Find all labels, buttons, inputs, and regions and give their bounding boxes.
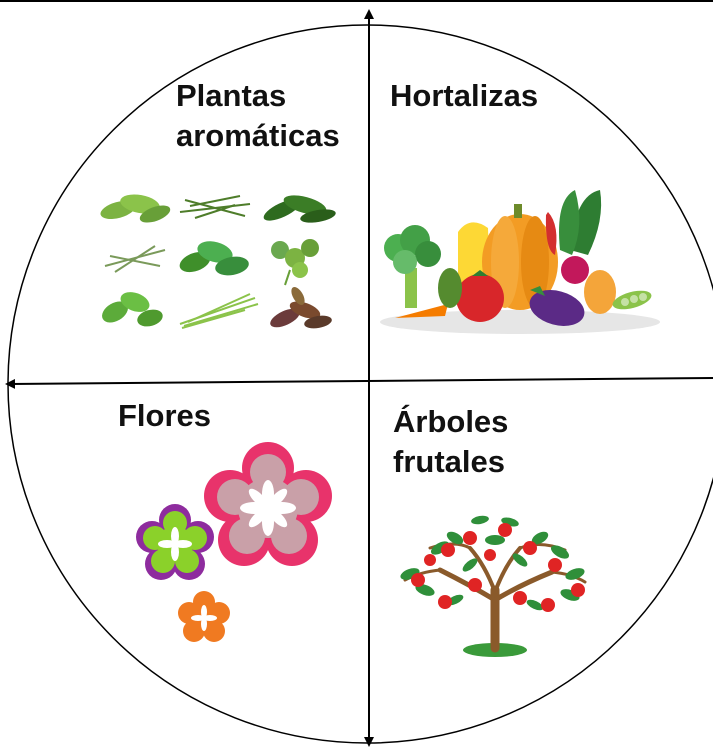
herb-rosemary-icon — [179, 195, 251, 219]
label-plantas-aromaticas: Plantas aromáticas — [176, 76, 340, 156]
pumpkin-icon — [482, 204, 558, 310]
tree-apples — [411, 523, 585, 612]
purple-flower-icon — [136, 504, 214, 580]
green-pepper-icon — [438, 268, 462, 308]
carrot-icon — [395, 304, 448, 318]
squash-icon — [584, 270, 616, 314]
broccoli-icon — [384, 225, 441, 308]
pink-flower-icon — [204, 442, 332, 566]
fruit-tree-illustration — [400, 515, 587, 657]
label-flores: Flores — [118, 396, 211, 436]
vegetables-shadow — [380, 310, 660, 334]
herb-bay-leaf-icon — [263, 195, 336, 223]
herb-parsley-icon — [271, 239, 319, 286]
herbs-illustration — [100, 194, 336, 329]
pea-pod-icon — [612, 290, 652, 310]
tomato-icon — [456, 270, 504, 322]
tree-leaves — [400, 515, 585, 611]
orange-flower-icon — [178, 591, 230, 642]
label-arboles-line1: Árboles — [393, 404, 509, 439]
yellow-pepper-icon — [458, 222, 490, 287]
herb-sage-icon — [100, 194, 171, 223]
herb-mint-icon — [102, 292, 163, 327]
beet-icon — [559, 190, 602, 284]
herb-purple-basil-icon — [270, 286, 332, 329]
herb-basil-icon — [179, 241, 249, 276]
label-hortalizas: Hortalizas — [390, 76, 538, 116]
label-plantas-line2: aromáticas — [176, 118, 340, 153]
herb-thyme-icon — [104, 245, 166, 273]
label-arboles-frutales: Árboles frutales — [393, 402, 508, 482]
vegetables-illustration — [380, 190, 660, 334]
label-hortalizas-line1: Hortalizas — [390, 78, 539, 113]
eggplant-icon — [529, 286, 585, 326]
horizontal-axis-arrow — [5, 377, 713, 389]
red-chili-icon — [545, 212, 557, 255]
label-plantas-line1: Plantas — [176, 78, 287, 113]
label-arboles-line2: frutales — [393, 444, 505, 479]
flowers-illustration — [136, 442, 332, 642]
herb-chives-icon — [179, 293, 259, 329]
label-flores-line1: Flores — [118, 398, 212, 433]
